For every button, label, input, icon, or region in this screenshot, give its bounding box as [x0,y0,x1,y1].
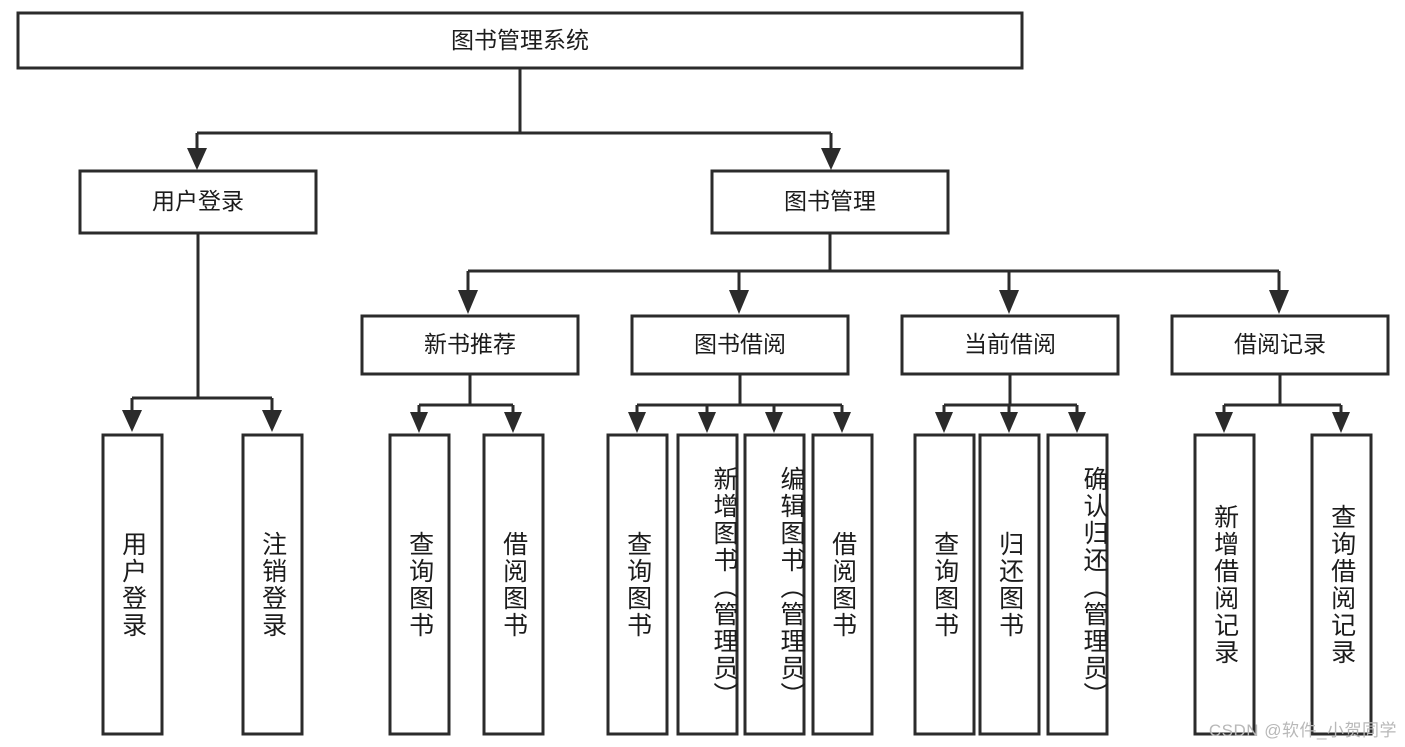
connector-book-borrow-to-leaves [628,374,851,433]
node-borrow-record[interactable]: 借阅记录 [1170,314,1390,376]
node-root[interactable]: 图书管理系统 [16,11,1024,70]
leaf-box-borrow-2[interactable] [743,433,806,736]
node-book-borrow-label: 图书借阅 [694,331,786,357]
connector-user-login-to-leaves [122,233,282,432]
leaf-box-user-login-0[interactable] [101,433,164,736]
node-user-login-label: 用户登录 [152,188,244,214]
leaf-box-borrow-0[interactable] [606,433,669,736]
node-new-book-recommend-label: 新书推荐 [424,331,516,357]
node-new-book-recommend[interactable]: 新书推荐 [360,314,580,376]
node-book-borrow[interactable]: 图书借阅 [630,314,850,376]
connector-book-management-to-level3 [458,233,1289,314]
connector-borrow-record-to-leaves [1215,374,1350,433]
leaf-box-record-1[interactable] [1310,433,1373,736]
connector-root-to-level2 [187,68,841,170]
node-current-borrow[interactable]: 当前借阅 [900,314,1120,376]
leaf-box-borrow-1[interactable] [676,433,739,736]
node-root-label: 图书管理系统 [451,27,589,53]
leaf-box-current-1[interactable] [978,433,1041,736]
node-book-management[interactable]: 图书管理 [710,169,950,235]
leaf-box-recommend-0[interactable] [388,433,451,736]
connector-new-book-recommend-to-leaves [410,374,522,433]
node-user-login[interactable]: 用户登录 [78,169,318,235]
node-borrow-record-label: 借阅记录 [1234,331,1326,357]
leaf-box-user-login-1[interactable] [241,433,304,736]
leaf-box-current-0[interactable] [913,433,976,736]
leaf-box-record-0[interactable] [1193,433,1256,736]
node-book-management-label: 图书管理 [784,188,876,214]
node-current-borrow-label: 当前借阅 [964,331,1056,357]
connector-current-borrow-to-leaves [935,374,1086,433]
leaf-box-borrow-3[interactable] [811,433,874,736]
leaf-box-recommend-1[interactable] [482,433,545,736]
watermark: CSDN @软件_小贺同学 [1208,721,1397,740]
leaf-box-current-2[interactable] [1046,433,1109,736]
